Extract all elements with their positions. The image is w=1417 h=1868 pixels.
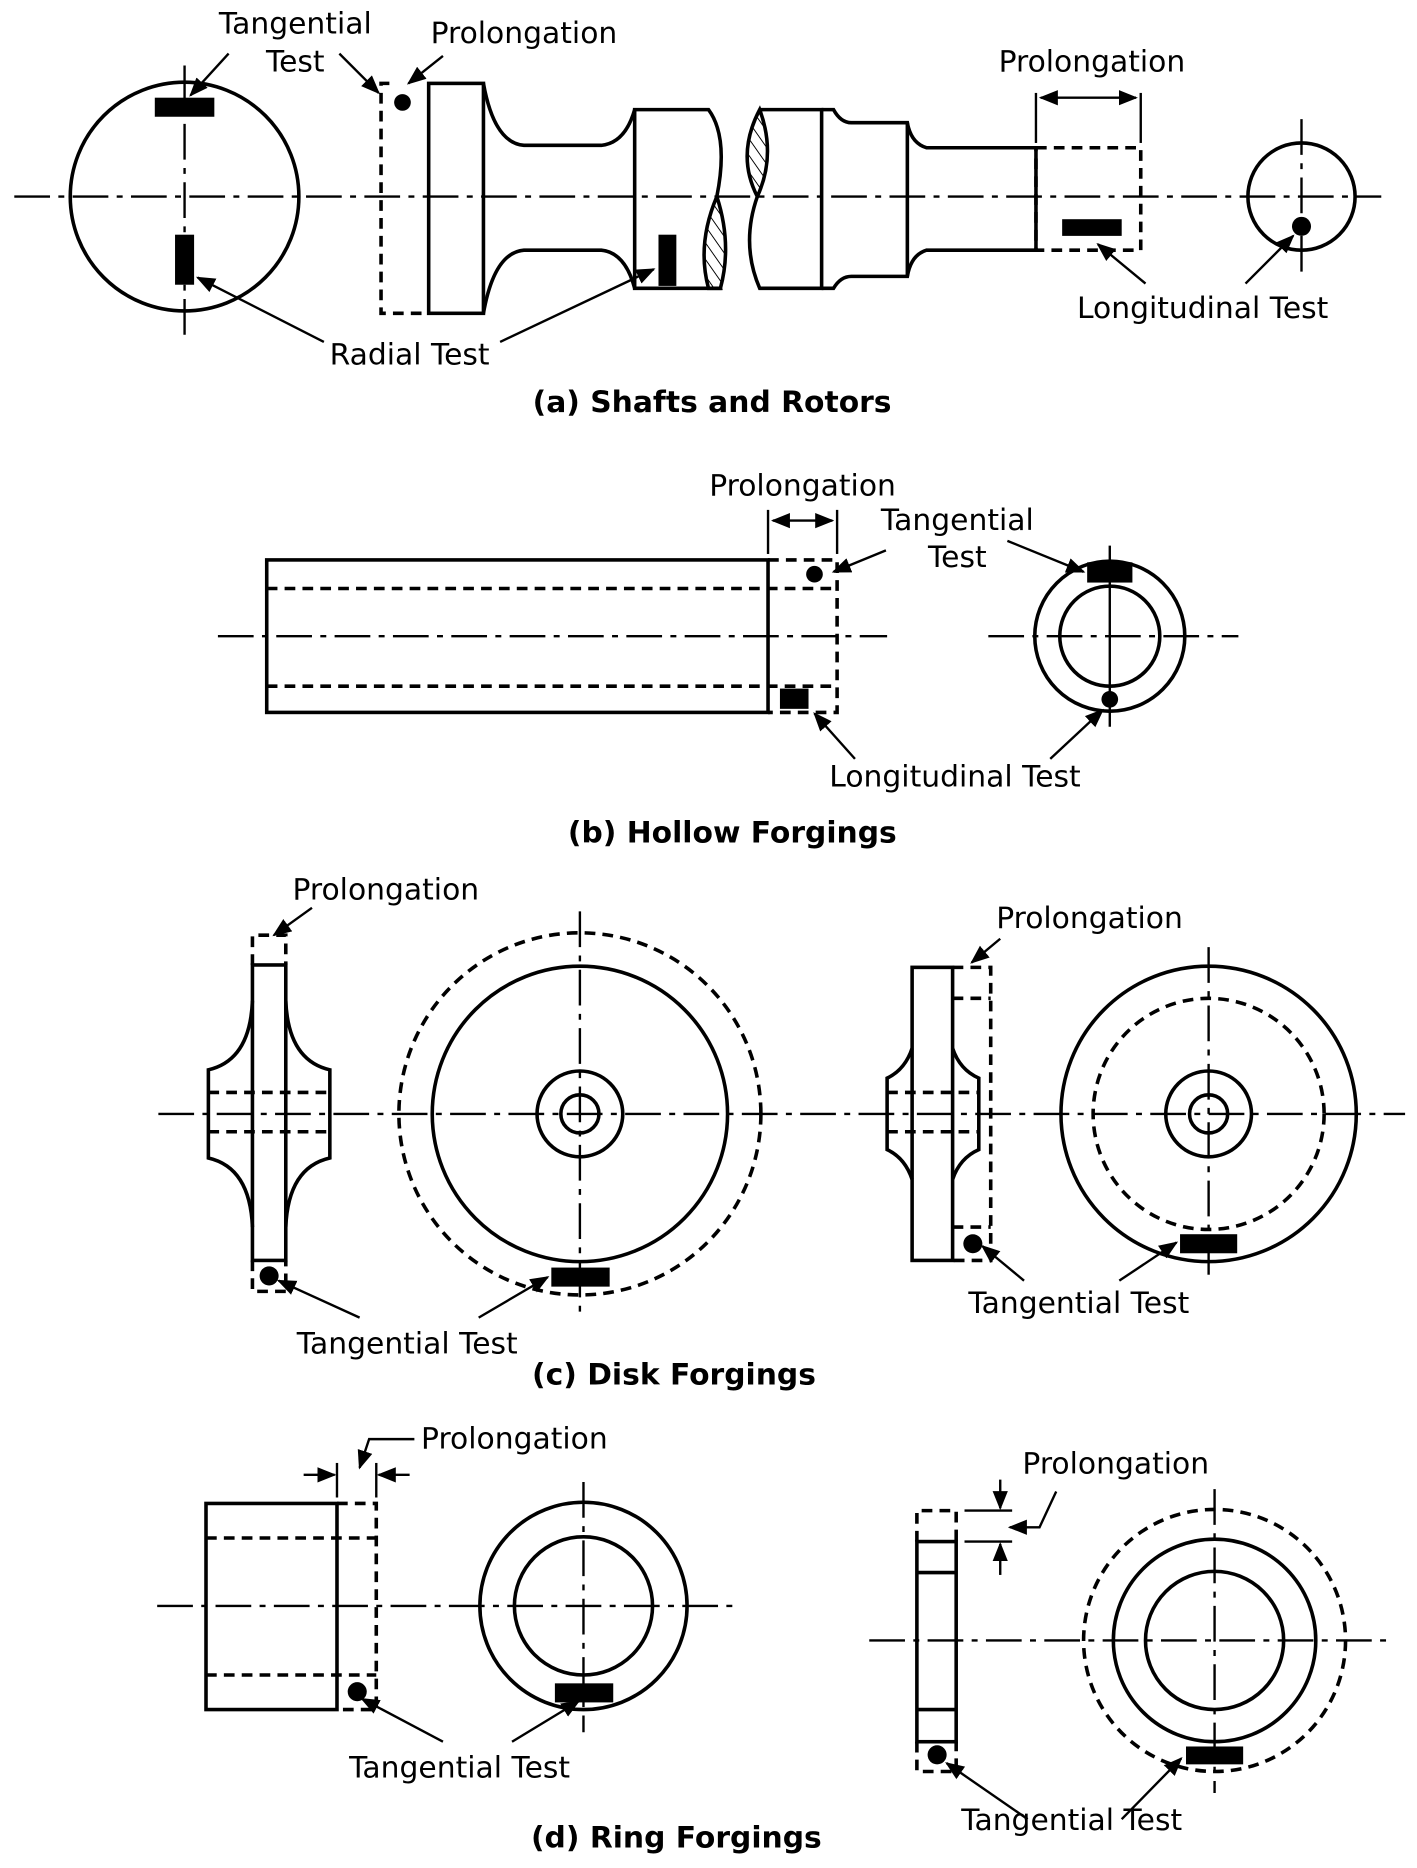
leader-arrow [813, 712, 856, 760]
leader-arrow [1118, 1241, 1179, 1282]
tangential-test-specimen-dot [394, 94, 411, 111]
leader-arrow [980, 1244, 1025, 1282]
tangential-test-specimen-dot [347, 1682, 367, 1702]
leader-arrow [406, 55, 444, 85]
label-tangential: Tangential [218, 6, 372, 41]
label-longitudinal-test: Longitudinal Test [829, 759, 1080, 794]
leader-arrow [189, 52, 230, 97]
label-tangential-test: Tangential Test [967, 1286, 1189, 1321]
tangential-test-specimen-dot [927, 1745, 947, 1765]
tangential-test-specimen [554, 1683, 614, 1703]
caption-c: (c) Disk Forgings [532, 1357, 816, 1392]
longitudinal-test-specimen [1062, 219, 1122, 236]
shaft-end-view [68, 65, 301, 340]
leader-arrow [511, 1700, 581, 1743]
label-prolongation: Prolongation [996, 901, 1183, 936]
label-tangential-test: Tangential Test [960, 1803, 1182, 1838]
label-prolongation: Prolongation [999, 44, 1186, 79]
label-prolongation: Prolongation [709, 469, 896, 504]
break-section-hatch [745, 105, 770, 201]
leader-arrow [338, 52, 381, 95]
tangential-test-specimen-dot [259, 1266, 279, 1286]
radial-test-specimen [658, 234, 677, 286]
leader-arrow [1007, 1491, 1058, 1535]
disk-side-view-right [885, 965, 993, 1263]
break-section-hatch [702, 191, 728, 291]
label-test: Test [927, 540, 987, 575]
panel-a-shafts-and-rotors: Tangential Test Prolongation Prolongatio… [14, 6, 1382, 420]
leader-arrow [357, 1437, 415, 1470]
longitudinal-test-specimen-dot [1101, 690, 1119, 708]
caption-a: (a) Shafts and Rotors [533, 385, 892, 420]
longitudinal-test-specimen [779, 688, 809, 709]
prolongation-outline [250, 933, 288, 965]
prolongation-outline [379, 81, 429, 316]
leader-arrow [1120, 1757, 1183, 1820]
tangential-test-specimen [1087, 562, 1133, 583]
caption-d: (d) Ring Forgings [531, 1821, 822, 1856]
prolongation-outline [915, 1508, 958, 1542]
hollow-cylinder-body [264, 558, 770, 715]
label-prolongation: Prolongation [421, 1422, 608, 1457]
leader-arrow [276, 1279, 361, 1319]
panel-d-ring-forgings: Prolongation Prolongation Tangential Tes… [157, 1422, 1394, 1856]
tangential-test-specimen [551, 1267, 610, 1287]
tangential-test-specimen [1180, 1234, 1238, 1254]
tangential-test-specimen-dot [806, 565, 823, 583]
leader-arrow [360, 1697, 444, 1743]
label-test: Test [265, 44, 325, 79]
label-prolongation: Prolongation [431, 16, 618, 51]
leader-arrow [945, 1762, 1029, 1821]
rotor-body [426, 81, 1038, 316]
label-tangential-test: Tangential Test [348, 1750, 570, 1785]
leader-arrow [970, 937, 1001, 964]
label-radial-test: Radial Test [330, 338, 490, 373]
tangential-test-specimen-dot [963, 1234, 983, 1254]
panel-c-disk-forgings: Prolongation Prolongation Tangential Tes… [158, 872, 1406, 1392]
label-prolongation: Prolongation [1022, 1447, 1209, 1482]
tangential-test-specimen [154, 97, 215, 117]
ring-side-body [915, 1539, 958, 1744]
label-tangential-test: Tangential Test [296, 1326, 518, 1361]
disk-face-view-right [1059, 947, 1359, 1281]
prolongation-outline [250, 1260, 288, 1294]
tangential-test-specimen [1185, 1746, 1244, 1765]
leader-arrow [1006, 539, 1086, 573]
label-prolongation: Prolongation [292, 872, 479, 907]
prolongation-outline [1034, 145, 1143, 252]
leader-arrow [478, 1276, 550, 1319]
panel-b-hollow-forgings: Prolongation Tangential Test Longitudina… [217, 469, 1239, 850]
leader-arrow [499, 268, 656, 343]
leader-arrow [272, 906, 313, 937]
prolongation-outline [336, 1501, 379, 1712]
radial-test-specimen [175, 234, 195, 285]
leader-arrow [1096, 243, 1147, 285]
leader-arrow [1244, 234, 1295, 285]
label-longitudinal-test: Longitudinal Test [1077, 291, 1328, 326]
leader-arrow [1049, 708, 1105, 760]
label-tangential: Tangential [880, 503, 1034, 538]
prolongation-outline [768, 558, 839, 715]
disk-side-view-left [206, 933, 332, 1294]
longitudinal-test-specimen-dot [1291, 216, 1312, 236]
leader-arrow [195, 276, 325, 343]
ring-side-body [204, 1501, 339, 1712]
caption-b: (b) Hollow Forgings [568, 815, 897, 850]
prolongation-outline [952, 965, 993, 1263]
leader-arrow [831, 549, 887, 573]
